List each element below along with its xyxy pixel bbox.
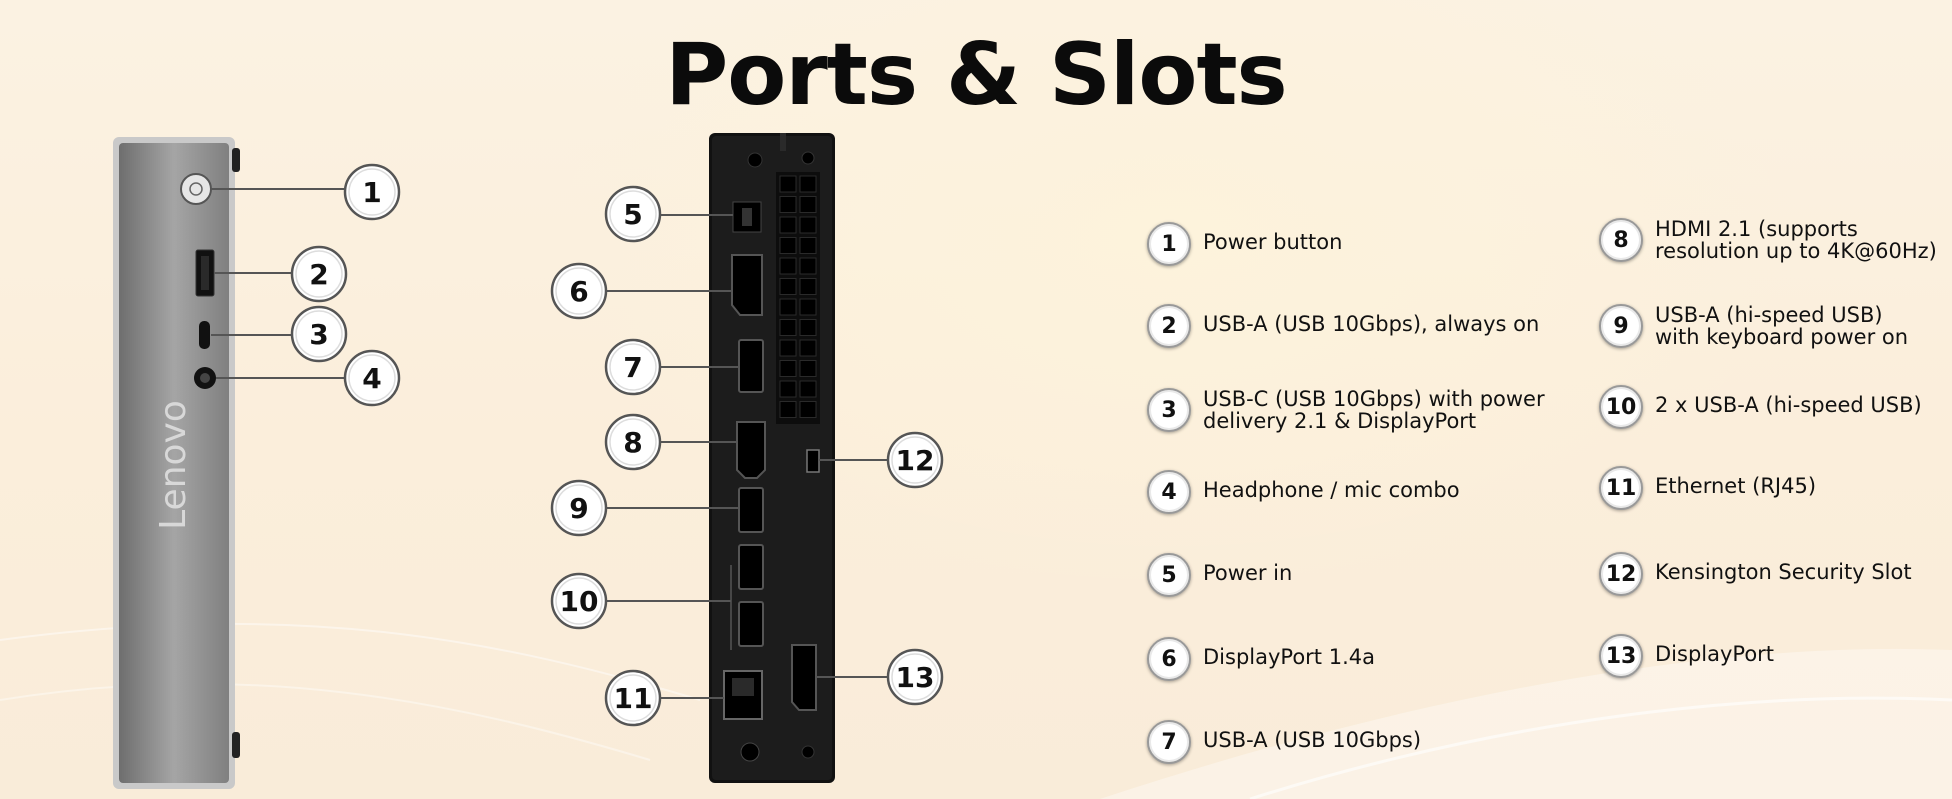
legend-label: USB-A (USB 10Gbps) <box>1203 720 1421 751</box>
legend-label-line: USB-C (USB 10Gbps) with power <box>1203 387 1545 411</box>
legend-label-line: Power button <box>1203 230 1343 254</box>
legend-label-line: Kensington Security Slot <box>1655 560 1912 584</box>
legend-label-line: HDMI 2.1 (supports <box>1655 217 1858 241</box>
callout-2: 2 <box>290 245 348 303</box>
usb-a-rear-port-icon <box>738 339 764 393</box>
callout-number: 11 <box>614 682 653 715</box>
legend-badge: 10 <box>1599 385 1643 429</box>
legend-item-10: 10 2 x USB-A (hi-speed USB) <box>1599 385 1922 429</box>
legend-badge: 13 <box>1599 634 1643 678</box>
callout-1: 1 <box>343 163 401 221</box>
callout-number: 8 <box>623 426 642 459</box>
callout-number: 6 <box>569 275 588 308</box>
legend-label-line: with keyboard power on <box>1655 325 1909 349</box>
usb-a-pair-top-icon <box>738 544 764 590</box>
page-title: Ports & Slots <box>665 25 1288 125</box>
displayport-port-icon <box>731 254 763 316</box>
callout-13: 13 <box>886 648 944 706</box>
legend-badge: 1 <box>1147 222 1191 266</box>
legend-label-line: DisplayPort <box>1655 642 1775 666</box>
legend-badge: 9 <box>1599 304 1643 348</box>
legend-badge: 4 <box>1147 470 1191 514</box>
legend-label-line: 2 x USB-A (hi-speed USB) <box>1655 393 1922 417</box>
power-button-icon <box>180 173 212 205</box>
legend-label: Power in <box>1203 553 1292 584</box>
callout-8: 8 <box>604 413 662 471</box>
usb-c-port-icon <box>199 321 210 349</box>
callout-5: 5 <box>604 185 662 243</box>
legend-label-line: USB-A (USB 10Gbps) <box>1203 728 1422 752</box>
legend-label: USB-A (USB 10Gbps), always on <box>1203 304 1539 335</box>
legend-label: Kensington Security Slot <box>1655 552 1912 583</box>
callout-4: 4 <box>343 349 401 407</box>
legend-badge: 5 <box>1147 553 1191 597</box>
callout-number: 2 <box>309 258 328 291</box>
callout-3: 3 <box>290 305 348 363</box>
legend-label-line: Power in <box>1203 561 1293 585</box>
legend-badge: 2 <box>1147 304 1191 348</box>
callout-number: 1 <box>362 176 381 209</box>
legend-label-line: DisplayPort 1.4a <box>1203 645 1375 669</box>
callout-number: 13 <box>896 661 935 694</box>
legend-badge: 12 <box>1599 552 1643 596</box>
callout-number: 3 <box>309 318 328 351</box>
vent-grille <box>779 175 817 418</box>
rear-panel <box>709 133 835 783</box>
legend-badge: 6 <box>1147 637 1191 681</box>
hdmi-port-icon <box>736 421 766 479</box>
callout-number: 12 <box>896 444 935 477</box>
legend-badge: 7 <box>1147 720 1191 764</box>
callout-12: 12 <box>886 431 944 489</box>
legend-label: DisplayPort 1.4a <box>1203 637 1375 668</box>
legend-item-9: 9 USB-A (hi-speed USB)with keyboard power… <box>1599 304 1908 348</box>
usb-a-keyboard-port-icon <box>738 487 764 533</box>
legend-item-2: 2 USB-A (USB 10Gbps), always on <box>1147 304 1539 348</box>
legend-badge: 3 <box>1147 388 1191 432</box>
legend-label-line: delivery 2.1 & DisplayPort <box>1203 409 1477 433</box>
front-panel: Lenovo <box>113 137 240 789</box>
legend-badge: 11 <box>1599 466 1643 510</box>
displayport-2-port-icon <box>791 644 817 711</box>
callout-10: 10 <box>550 572 608 630</box>
callout-number: 4 <box>362 362 381 395</box>
legend-badge: 8 <box>1599 218 1643 262</box>
legend-label-line: Ethernet (RJ45) <box>1655 474 1817 498</box>
callout-7: 7 <box>604 338 662 396</box>
callout-number: 7 <box>623 351 642 384</box>
legend-item-1: 1 Power button <box>1147 222 1342 266</box>
callout-number: 5 <box>623 198 642 231</box>
legend-label-line: resolution up to 4K@60Hz) <box>1655 239 1937 263</box>
legend-label-line: USB-A (hi-speed USB) <box>1655 303 1883 327</box>
callout-number: 10 <box>560 585 599 618</box>
legend-item-12: 12 Kensington Security Slot <box>1599 552 1912 596</box>
legend-item-5: 5 Power in <box>1147 553 1292 597</box>
kensington-slot-icon <box>806 449 820 473</box>
legend-item-4: 4 Headphone / mic combo <box>1147 470 1460 514</box>
legend-label: DisplayPort <box>1655 634 1774 665</box>
usb-a-pair-bottom-icon <box>738 601 764 647</box>
legend-label: Ethernet (RJ45) <box>1655 466 1816 497</box>
legend-label: Power button <box>1203 222 1342 253</box>
legend-item-7: 7 USB-A (USB 10Gbps) <box>1147 720 1421 764</box>
callout-6: 6 <box>550 262 608 320</box>
legend-label: 2 x USB-A (hi-speed USB) <box>1655 385 1922 416</box>
callout-number: 9 <box>569 492 588 525</box>
callout-lines <box>211 188 890 699</box>
legend-item-11: 11 Ethernet (RJ45) <box>1599 466 1816 510</box>
legend-label-line: Headphone / mic combo <box>1203 478 1460 502</box>
legend-label: USB-A (hi-speed USB)with keyboard power … <box>1655 304 1908 348</box>
callout-9: 9 <box>550 479 608 537</box>
legend-item-6: 6 DisplayPort 1.4a <box>1147 637 1375 681</box>
brand-logo: Lenovo <box>153 400 194 530</box>
legend-label-line: USB-A (USB 10Gbps), always on <box>1203 312 1540 336</box>
callout-11: 11 <box>604 669 662 727</box>
legend-item-13: 13 DisplayPort <box>1599 634 1774 678</box>
legend-label: Headphone / mic combo <box>1203 470 1460 501</box>
